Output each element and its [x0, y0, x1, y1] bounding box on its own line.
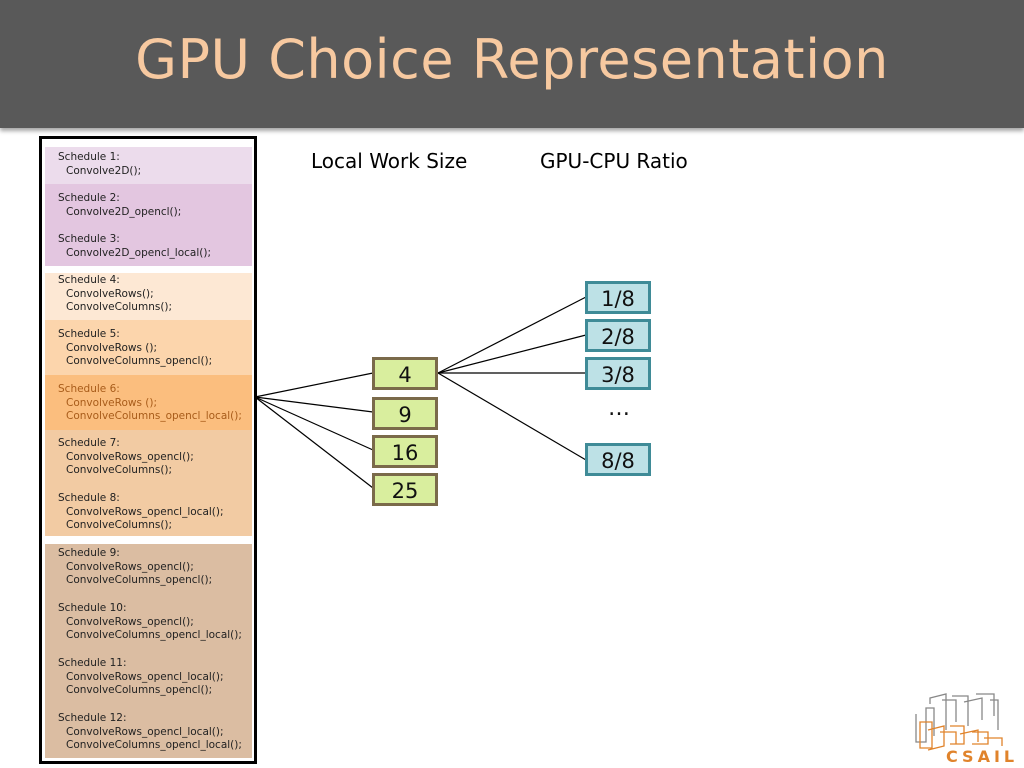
lws-box-25: 25: [372, 473, 438, 506]
edge-lws4-ratio-2-8: [437, 334, 587, 374]
schedule-group-4: [45, 273, 252, 320]
edge-lws4-ratio-8-8: [437, 372, 587, 461]
schedule-item: Schedule 12:ConvolveRows_opencl_local();…: [58, 712, 242, 751]
schedule-item: Schedule 1:Convolve2D();: [58, 151, 142, 177]
edge-schedule6-lws-25: [254, 396, 374, 489]
csail-logo-icon: [915, 693, 1003, 751]
schedule-group-7-8: [45, 430, 252, 536]
schedule-group-9-12: [45, 544, 252, 758]
edge-schedule6-lws-16: [254, 396, 374, 451]
ratio-box-3-8: 3/8: [585, 357, 651, 390]
schedule-item: Schedule 10:ConvolveRows_opencl();Convol…: [58, 602, 242, 641]
title-bar: GPU Choice Representation: [0, 0, 1024, 128]
schedule-group-5: [45, 320, 252, 375]
gpu-cpu-ratio-heading: GPU-CPU Ratio: [540, 149, 688, 173]
schedule-item: Schedule 9:ConvolveRows_opencl();Convolv…: [58, 547, 213, 586]
ratio-box-1-8: 1/8: [585, 281, 651, 314]
edge-lws4-ratio-1-8: [437, 296, 587, 374]
lws-box-9: 9: [372, 397, 438, 430]
schedule-item: Schedule 4:ConvolveRows();ConvolveColumn…: [58, 274, 173, 313]
schedule-item: Schedule 3:Convolve2D_opencl_local();: [58, 233, 211, 259]
schedule-item: Schedule 2:Convolve2D_opencl();: [58, 192, 182, 218]
lws-box-4: 4: [372, 357, 438, 390]
schedule-item: Schedule 7:ConvolveRows_opencl();Convolv…: [58, 437, 194, 476]
ratio-ellipsis: …: [608, 396, 630, 421]
ratio-box-2-8: 2/8: [585, 319, 651, 352]
edge-schedule6-lws-9: [254, 396, 374, 413]
schedule-item: Schedule 5:ConvolveRows ();ConvolveColum…: [58, 328, 213, 367]
schedule-group-1: [45, 147, 252, 184]
schedule-group-2-3: [45, 184, 252, 266]
local-work-size-heading: Local Work Size: [311, 149, 468, 173]
schedule-item-highlighted: Schedule 6:ConvolveRows ();ConvolveColum…: [58, 383, 242, 422]
schedule-group-6: [45, 375, 252, 430]
schedule-item: Schedule 11:ConvolveRows_opencl_local();…: [58, 657, 224, 696]
lws-box-16: 16: [372, 435, 438, 468]
slide-title: GPU Choice Representation: [135, 28, 889, 91]
ratio-box-8-8: 8/8: [585, 443, 651, 476]
schedule-item: Schedule 8:ConvolveRows_opencl_local();C…: [58, 492, 224, 531]
edge-schedule6-lws-4: [254, 372, 374, 398]
schedule-list: Schedule 1:Convolve2D(); Schedule 2:Conv…: [39, 136, 257, 764]
csail-logo-text: CSAIL: [946, 747, 1019, 766]
